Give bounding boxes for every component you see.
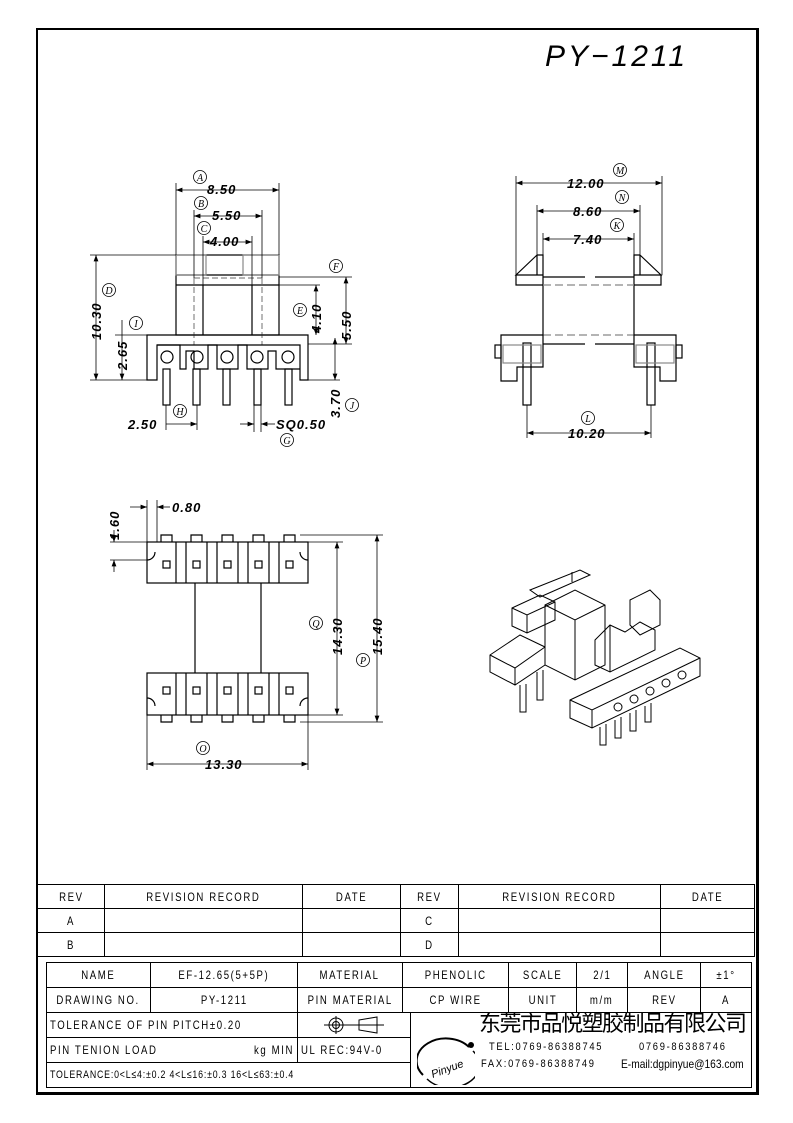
label-n: N: [618, 193, 627, 204]
label-o: O: [199, 744, 206, 755]
dim-160: 1.60: [107, 511, 122, 540]
front-view: [90, 183, 352, 432]
pin-material-value: CP WIRE: [402, 987, 509, 1013]
label-e: E: [296, 306, 303, 317]
company-info: Pinyue 东莞市品悦塑胶制品有限公司 TEL:0769-86388745 0…: [410, 1012, 752, 1088]
pin-tension-label: PIN TENION LOAD: [50, 1043, 158, 1057]
side-view: [494, 176, 683, 438]
dim-d: 10.30: [89, 302, 104, 340]
date-cell: [660, 908, 755, 933]
dim-p: 15.40: [370, 617, 385, 655]
pin-circles: [160, 350, 295, 364]
pinyue-logo: Pinyue: [417, 1037, 475, 1085]
revision-record-cell: [104, 932, 303, 957]
dim-j: 3.70: [328, 389, 343, 418]
name-value: EF-12.65(5+5P): [150, 962, 298, 988]
date-cell: [302, 908, 401, 933]
label-b: B: [198, 199, 204, 210]
drawing-frame: [36, 28, 759, 1095]
scale-value: 2/1: [576, 962, 628, 988]
label-c: C: [201, 224, 208, 235]
dim-m: 12.00: [567, 176, 605, 191]
label-k: K: [613, 221, 622, 232]
dim-q: 14.30: [330, 617, 345, 655]
rev-label: REV: [627, 987, 701, 1013]
drawing-no-value: PY-1211: [150, 987, 298, 1013]
label-h: H: [175, 407, 184, 418]
rev-value: A: [700, 987, 752, 1013]
revision-record-cell: [104, 908, 303, 933]
rev-cell: D: [400, 932, 459, 957]
dim-k: 7.40: [573, 232, 602, 247]
label-l: L: [584, 414, 591, 425]
pin-tension-unit: kg MIN: [253, 1043, 294, 1057]
dim-n: 8.60: [573, 204, 602, 219]
scale-label: SCALE: [508, 962, 577, 988]
label-m: M: [615, 166, 625, 177]
rev-header-2: REV: [400, 884, 459, 909]
svg-text:Pinyue: Pinyue: [430, 1058, 466, 1081]
dim-a: 8.50: [207, 182, 236, 197]
company-name: 东莞市品悦塑胶制品有限公司: [479, 1012, 747, 1037]
label-q: Q: [312, 619, 320, 630]
isometric-view: [489, 569, 701, 746]
company-tel: TEL:0769-86388745: [489, 1041, 604, 1053]
pin-material-label: PIN MATERIAL: [297, 987, 403, 1013]
rev-cell: A: [37, 908, 105, 933]
rev-header: REV: [37, 884, 105, 909]
material-value: PHENOLIC: [402, 962, 509, 988]
revision-record-header: REVISION RECORD: [104, 884, 303, 909]
dim-e: 4.10: [309, 304, 324, 334]
date-header-2: DATE: [660, 884, 755, 909]
revision-record-header-2: REVISION RECORD: [458, 884, 661, 909]
label-p: P: [359, 656, 366, 667]
dim-b: 5.50: [212, 208, 241, 223]
unit-value: m/m: [576, 987, 628, 1013]
revision-record-cell: [458, 932, 661, 957]
rev-cell: B: [37, 932, 105, 957]
dim-i: 2.65: [115, 341, 130, 371]
material-label: MATERIAL: [297, 962, 403, 988]
dim-080: 0.80: [172, 500, 201, 515]
company-tel-2: 0769-86388746: [639, 1041, 727, 1053]
label-f: F: [332, 262, 340, 273]
label-g: G: [283, 436, 290, 447]
label-a: A: [196, 173, 204, 184]
dim-c: 4.00: [209, 234, 239, 249]
label-j: J: [350, 401, 355, 412]
ul-rec: UL REC:94V-0: [297, 1037, 411, 1063]
projection-symbol: [297, 1012, 411, 1038]
revision-record-cell: [458, 908, 661, 933]
date-header: DATE: [302, 884, 401, 909]
dim-o: 13.30: [205, 757, 243, 772]
rev-cell: C: [400, 908, 459, 933]
name-label: NAME: [46, 962, 151, 988]
dim-h: 2.50: [127, 417, 157, 432]
dim-l: 10.20: [568, 426, 606, 441]
general-tolerance: TOLERANCE:0<L≤4:±0.2 4<L≤16:±0.3 16<L≤63…: [46, 1062, 411, 1088]
dim-f: 5.50: [339, 311, 354, 340]
bottom-view: [110, 500, 383, 770]
company-fax: FAX:0769-86388749: [481, 1058, 596, 1070]
pin-tension-row: PIN TENION LOAD kg MIN: [46, 1037, 298, 1063]
angle-value: ±1°: [700, 962, 752, 988]
dim-g: SQ0.50: [276, 417, 326, 432]
drawing-no-label: DRAWING NO.: [46, 987, 151, 1013]
company-email: E-mail:dgpinyue@163.com: [621, 1057, 744, 1071]
date-cell: [302, 932, 401, 957]
unit-label: UNIT: [508, 987, 577, 1013]
pin-pitch-tolerance: TOLERANCE OF PIN PITCH±0.20: [46, 1012, 298, 1038]
drawing-title: PY−1211: [545, 40, 689, 73]
label-d: D: [104, 286, 113, 297]
angle-label: ANGLE: [627, 962, 701, 988]
first-angle-projection-icon: [324, 1016, 384, 1034]
label-i: I: [133, 319, 138, 330]
date-cell: [660, 932, 755, 957]
